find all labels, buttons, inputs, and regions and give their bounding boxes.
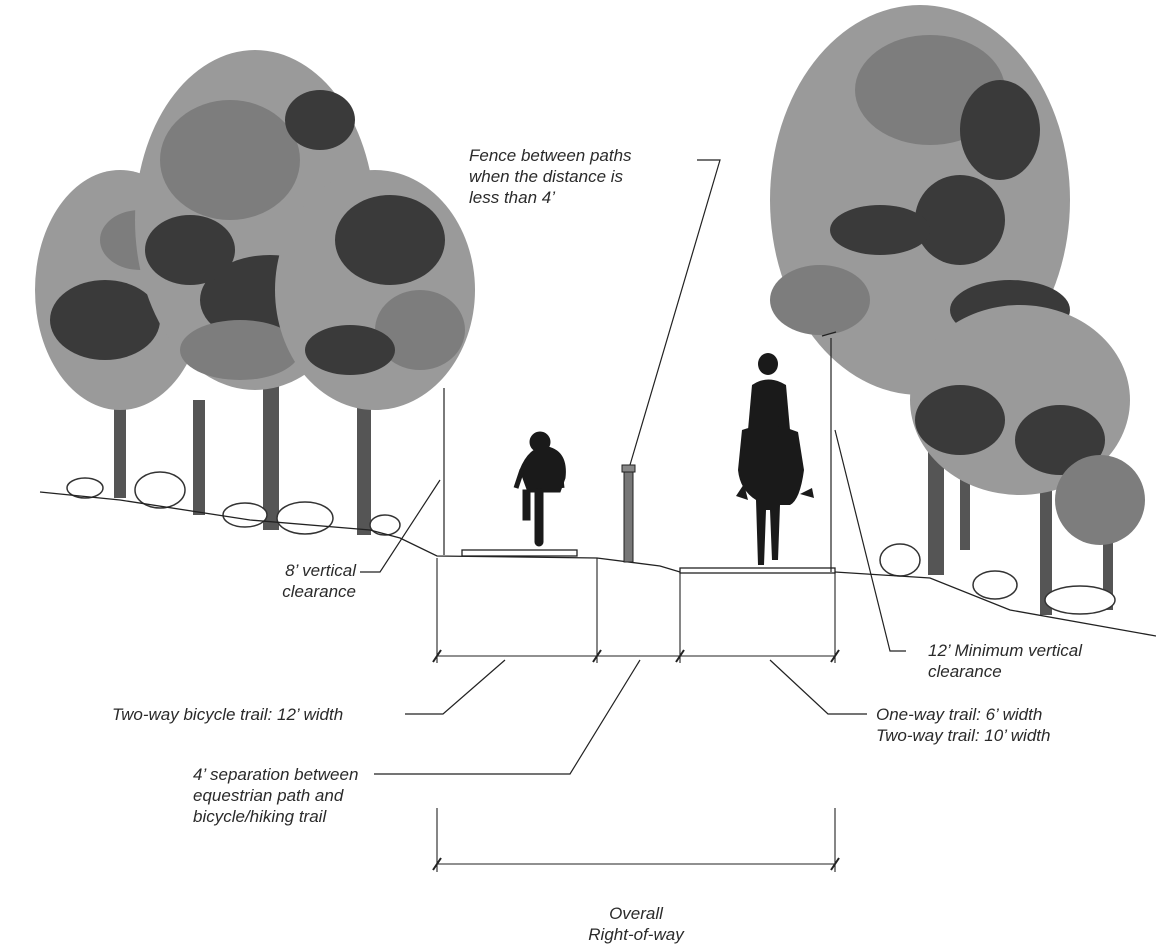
ground-profile xyxy=(39,491,1156,637)
cyclist-icon xyxy=(513,431,566,547)
vertical-clearance-8-line: 8’ vertical xyxy=(285,561,356,580)
separation-label-line: bicycle/hiking trail xyxy=(193,807,327,826)
leader-lines xyxy=(360,159,906,775)
shrub-icon xyxy=(879,543,1116,615)
vertical-clearance-12-line: clearance xyxy=(928,662,1002,681)
fence-label-line: Fence between paths xyxy=(469,146,632,165)
bicycle-trail-width-line: Two-way bicycle trail: 12’ width xyxy=(112,705,344,724)
separation-label: 4’ separation between equestrian path an… xyxy=(193,764,358,827)
fence-label-line: when the distance is xyxy=(469,167,624,186)
fence-post-icon xyxy=(621,464,636,563)
right-tree-cluster xyxy=(770,5,1145,615)
deciduous-tree-icon xyxy=(910,305,1145,615)
equestrian-trail-width-label: One-way trail: 6’ width Two-way trail: 1… xyxy=(876,704,1050,746)
overall-right-of-way-line: Overall xyxy=(609,904,663,923)
overall-right-of-way-label: Overall Right-of-way xyxy=(546,903,726,945)
horse-rider-icon xyxy=(736,353,814,565)
equestrian-trail-width-line: Two-way trail: 10’ width xyxy=(876,726,1051,745)
clearance-lines xyxy=(443,331,837,572)
separation-label-line: equestrian path and xyxy=(193,786,344,805)
shrub-icon xyxy=(66,471,401,536)
equestrian-trail-width-line: One-way trail: 6’ width xyxy=(876,705,1043,724)
overall-right-of-way-line: Right-of-way xyxy=(588,925,684,944)
vertical-clearance-8-label: 8’ vertical clearance xyxy=(240,560,356,602)
separation-label-line: 4’ separation between xyxy=(193,765,359,784)
bicycle-trail-width-label: Two-way bicycle trail: 12’ width xyxy=(112,704,343,725)
deciduous-tree-icon xyxy=(275,170,475,535)
fence-label: Fence between paths when the distance is… xyxy=(469,145,632,208)
vertical-clearance-8-line: clearance xyxy=(282,582,356,601)
left-tree-cluster xyxy=(35,50,475,536)
vertical-clearance-12-line: 12’ Minimum vertical xyxy=(928,641,1082,660)
fence-label-line: less than 4’ xyxy=(469,188,555,207)
vertical-clearance-12-label: 12’ Minimum vertical clearance xyxy=(928,640,1082,682)
dimension-lines xyxy=(432,558,840,872)
